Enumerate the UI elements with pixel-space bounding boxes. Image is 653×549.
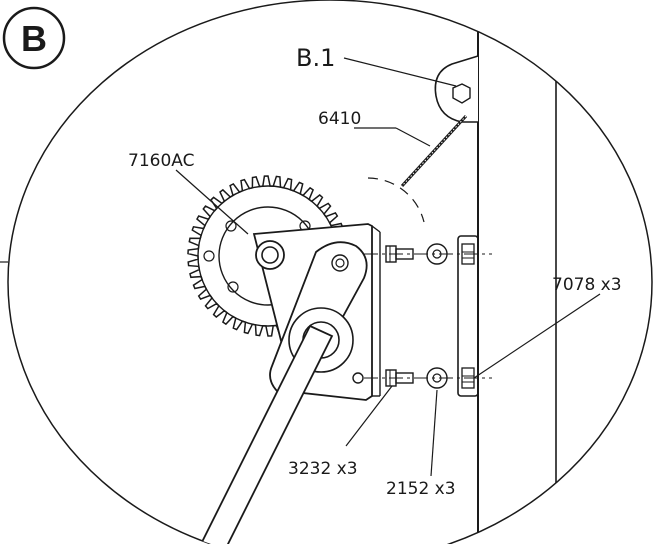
leader-3232 (345, 385, 393, 447)
hex-bolt (452, 83, 471, 104)
callout-winch: 7160AC (128, 151, 194, 171)
upper-bolt-assembly (364, 243, 492, 265)
leader-7160ac (175, 169, 249, 235)
leader-b1 (343, 57, 457, 87)
detail-badge: B (2, 6, 66, 70)
swing-arc (367, 177, 425, 223)
leader-2152 (430, 389, 438, 477)
callout-washer-nut: 7078 x3 (552, 275, 622, 295)
nut-bar (457, 235, 479, 397)
cable (400, 114, 468, 188)
leader-6410-b (395, 127, 431, 147)
leader-7078 (473, 293, 601, 379)
callout-washer: 2152 x3 (386, 479, 456, 499)
callout-bolt: 3232 x3 (288, 459, 358, 479)
frame-post (477, 0, 557, 544)
top-bracket (434, 55, 479, 123)
callout-cable: 6410 (318, 109, 361, 129)
detail-boundary-ellipse (7, 0, 653, 549)
crank-rod (196, 324, 334, 549)
detail-badge-letter: B (21, 18, 47, 59)
callout-b1: B.1 (296, 44, 335, 72)
lower-bolt-assembly (364, 367, 492, 389)
